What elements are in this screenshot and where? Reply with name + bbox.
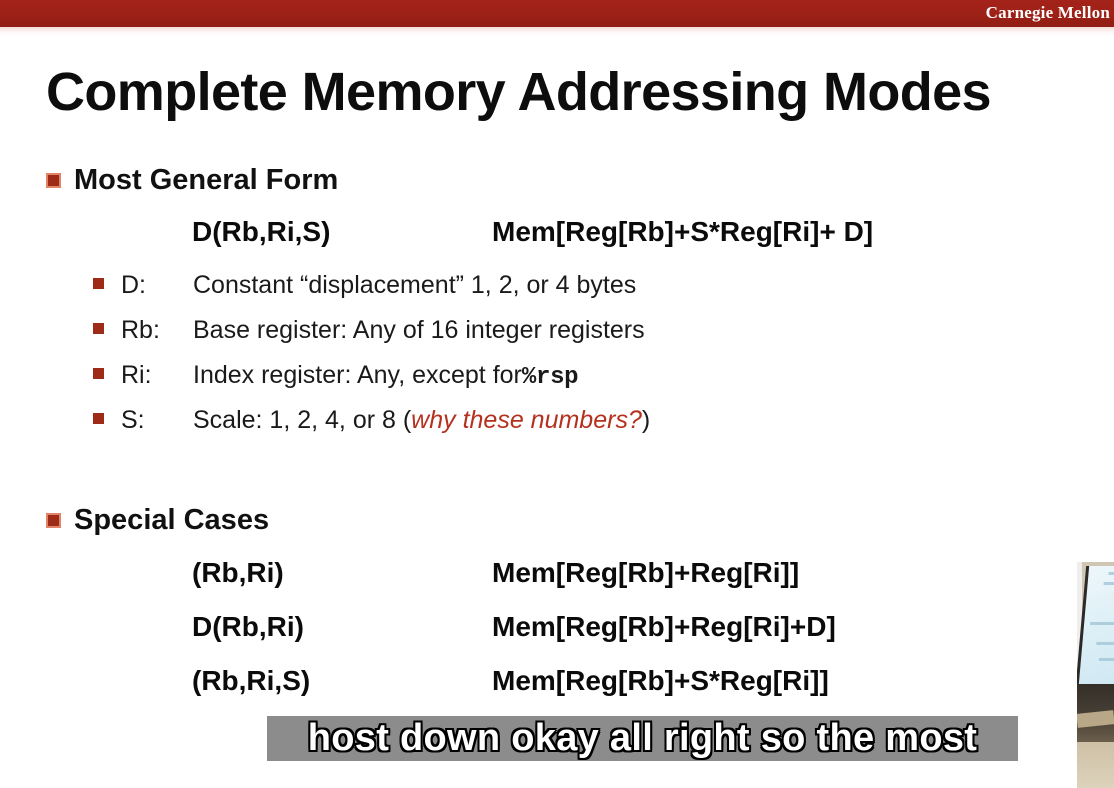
general-form-meaning: Mem[Reg[Rb]+S*Reg[Ri]+ D] (492, 216, 874, 247)
pip-floor (1077, 742, 1114, 788)
square-bullet-icon (93, 368, 104, 379)
slide-content: Complete Memory Addressing Modes Most Ge… (0, 36, 1114, 788)
section-heading-most-general-form: Most General Form (46, 164, 338, 197)
special-case-row-3: (Rb,Ri,S) Mem[Reg[Rb]+S*Reg[Ri]] (192, 665, 829, 697)
register-code-rsp: %rsp (521, 364, 579, 391)
pip-screen-line (1103, 582, 1114, 585)
special-case-syntax: (Rb,Ri,S) (192, 665, 311, 696)
list-item-text: Constant “displacement” 1, 2, or 4 bytes (193, 271, 637, 299)
brand-bar-fade (0, 27, 1114, 36)
general-form-syntax: D(Rb,Ri,S) (192, 216, 331, 247)
list-item-key: Ri: (121, 361, 152, 389)
special-case-meaning: Mem[Reg[Rb]+Reg[Ri]] (492, 557, 800, 588)
special-case-row-2: D(Rb,Ri) Mem[Reg[Rb]+Reg[Ri]+D] (192, 611, 836, 643)
section-heading-special-cases: Special Cases (46, 504, 269, 537)
list-item-d: D: Constant “displacement” 1, 2, or 4 by… (93, 271, 636, 300)
list-item-key: S: (121, 406, 145, 434)
special-case-meaning: Mem[Reg[Rb]+Reg[Ri]+D] (492, 611, 836, 642)
section-heading-label: Most General Form (74, 164, 339, 196)
pip-wall-edge (1077, 562, 1082, 688)
list-item-text: Scale: 1, 2, 4, or 8 ( (193, 406, 412, 434)
list-item-key: Rb: (121, 316, 160, 344)
special-case-row-1: (Rb,Ri) Mem[Reg[Rb]+Reg[Ri]] (192, 557, 799, 589)
special-case-syntax: (Rb,Ri) (192, 557, 284, 588)
pip-screen-line (1096, 642, 1114, 645)
pip-laptop-screen (1077, 566, 1114, 684)
pip-screen-line (1090, 622, 1114, 625)
list-item-emphasis: why these numbers? (411, 406, 642, 434)
special-case-meaning: Mem[Reg[Rb]+S*Reg[Ri]] (492, 665, 829, 696)
square-bullet-icon (93, 278, 104, 289)
page-title: Complete Memory Addressing Modes (46, 62, 992, 122)
caption-text: host down okay all right so the most (307, 717, 978, 759)
brand-name: Carnegie Mellon (985, 3, 1110, 22)
list-item-ri: Ri: Index register: Any, except for %rsp (93, 361, 579, 391)
square-bullet-icon (93, 323, 104, 334)
caption-background (267, 716, 1018, 761)
pip-screen-line (1098, 658, 1114, 661)
special-case-syntax: D(Rb,Ri) (192, 611, 304, 642)
general-form-formula-row: D(Rb,Ri,S) Mem[Reg[Rb]+S*Reg[Ri]+ D] (192, 216, 873, 248)
square-bullet-icon (46, 513, 61, 528)
list-item-rb: Rb: Base register: Any of 16 integer reg… (93, 316, 645, 345)
brand-bar: Carnegie Mellon (0, 0, 1114, 27)
presenter-video-thumbnail[interactable] (1077, 562, 1114, 788)
section-heading-label: Special Cases (74, 504, 270, 536)
pip-screen-line (1108, 572, 1114, 575)
square-bullet-icon (46, 173, 61, 188)
list-item-text: Base register: Any of 16 integer registe… (193, 316, 645, 344)
list-item-text: Index register: Any, except for (193, 361, 522, 389)
list-item-text-tail: ) (641, 406, 651, 434)
list-item-key: D: (121, 271, 146, 299)
square-bullet-icon (93, 413, 104, 424)
list-item-s: S: Scale: 1, 2, 4, or 8 (why these numbe… (93, 406, 650, 435)
